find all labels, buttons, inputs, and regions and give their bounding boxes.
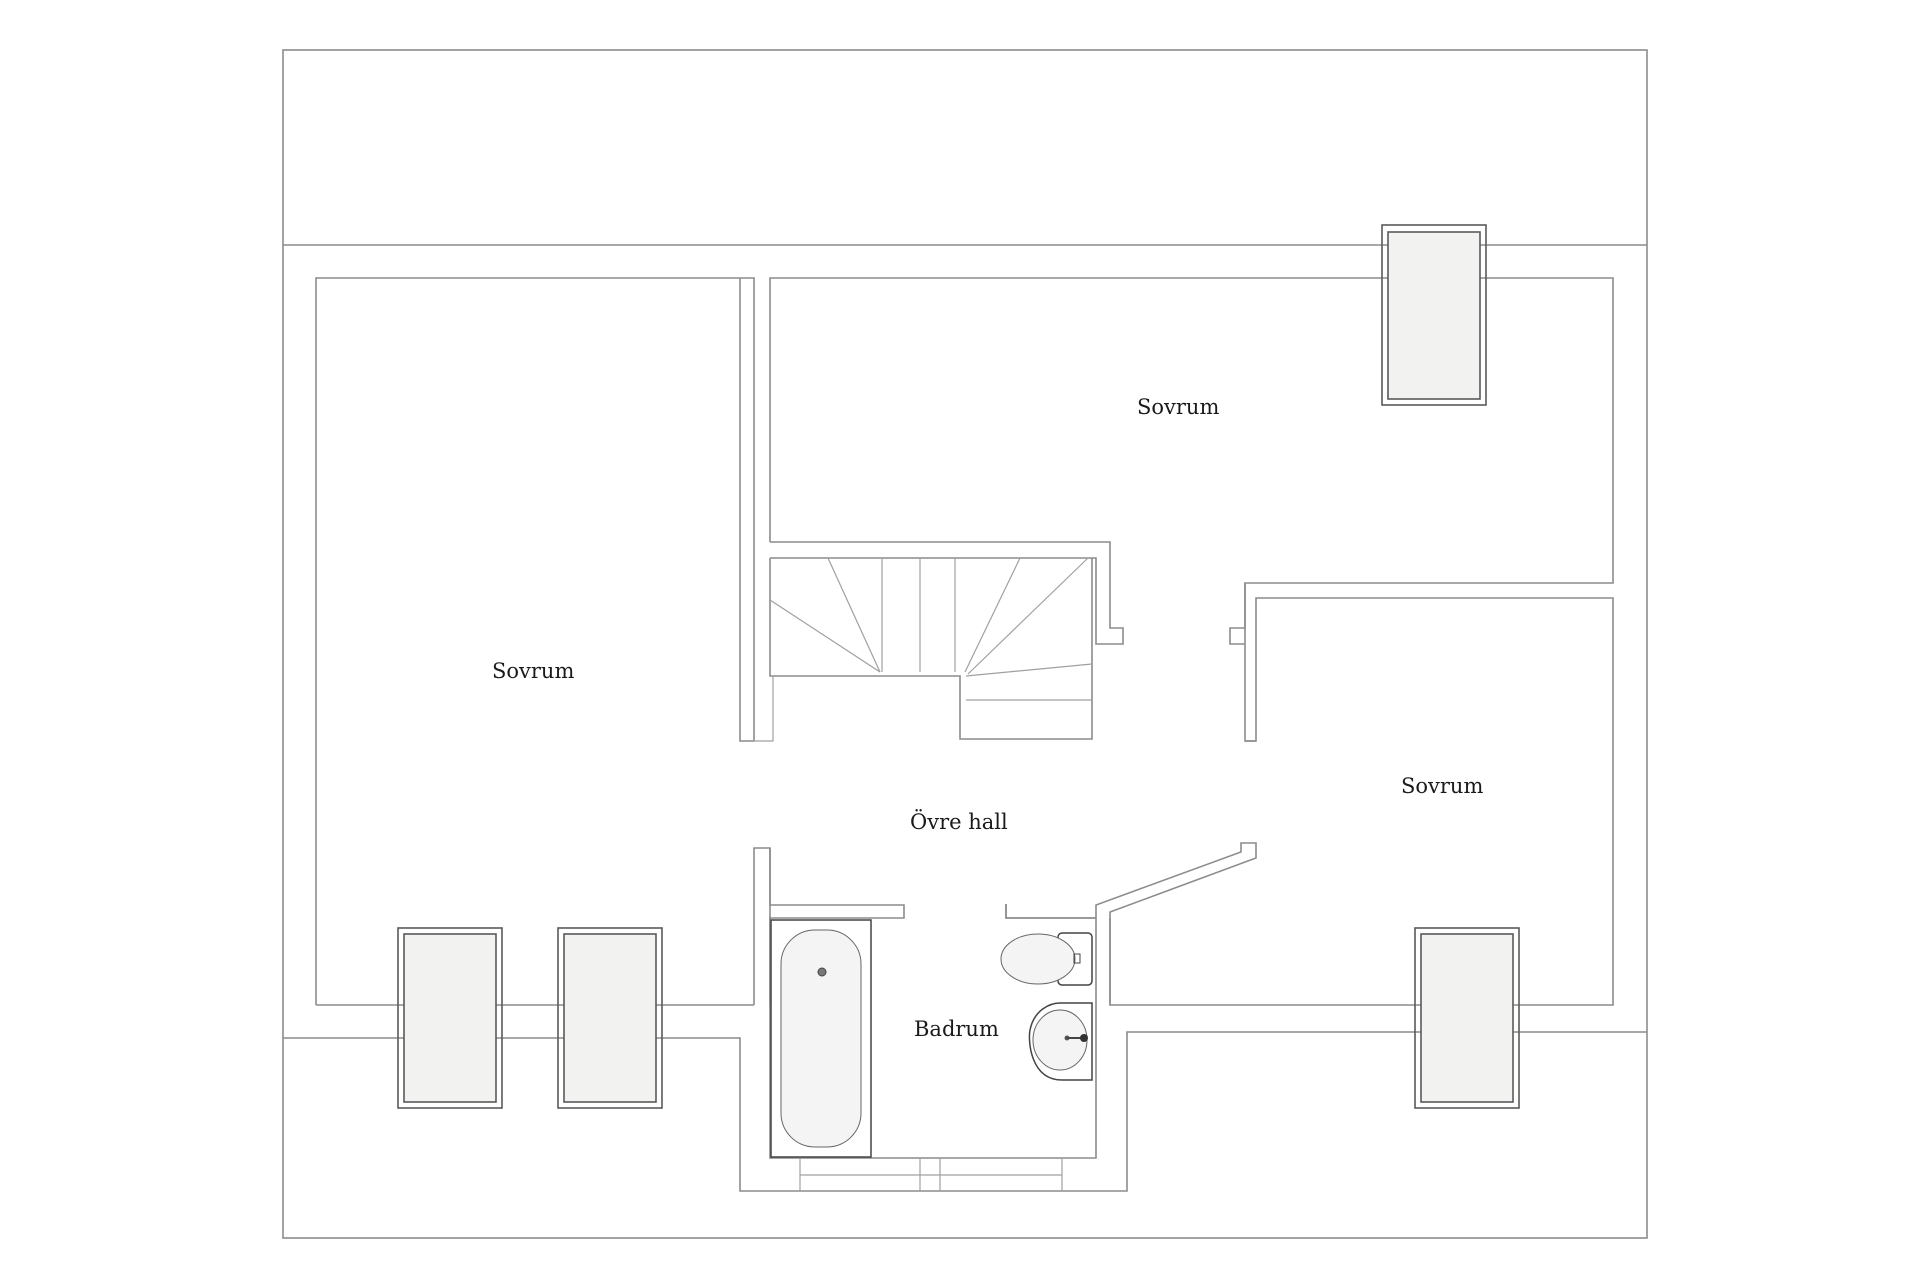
left-bedroom-walls	[315, 277, 755, 1005]
room-label-bedroom-left: Sovrum	[492, 659, 574, 683]
room-label-bedroom-top: Sovrum	[1137, 395, 1219, 419]
staircase	[769, 557, 1093, 701]
skylight-window-left-2	[557, 927, 663, 1109]
stair-enclosure-wall	[770, 541, 1124, 645]
hall-right-post	[1229, 583, 1246, 645]
left-bedroom-lower-wall	[753, 847, 771, 1005]
bottom-knee-wall	[283, 1031, 1647, 1192]
toilet	[1000, 932, 1093, 986]
stair-well	[769, 558, 1093, 740]
skylight-window-top	[1381, 224, 1487, 406]
bathroom-top-right-wall	[1005, 904, 1096, 919]
stair-inner	[754, 676, 774, 742]
room-label-bathroom: Badrum	[914, 1017, 999, 1041]
sink	[1028, 1002, 1093, 1081]
skylight-window-left-1	[397, 927, 503, 1109]
bathtub	[770, 919, 872, 1158]
roof-outline	[282, 49, 1648, 1239]
bathroom-left-wall	[769, 848, 1097, 1159]
skylight-window-right	[1414, 927, 1520, 1109]
top-bedroom-walls	[769, 277, 1614, 1006]
room-label-bedroom-right: Sovrum	[1401, 774, 1483, 798]
room-label-upper-hall: Övre hall	[910, 809, 1008, 834]
